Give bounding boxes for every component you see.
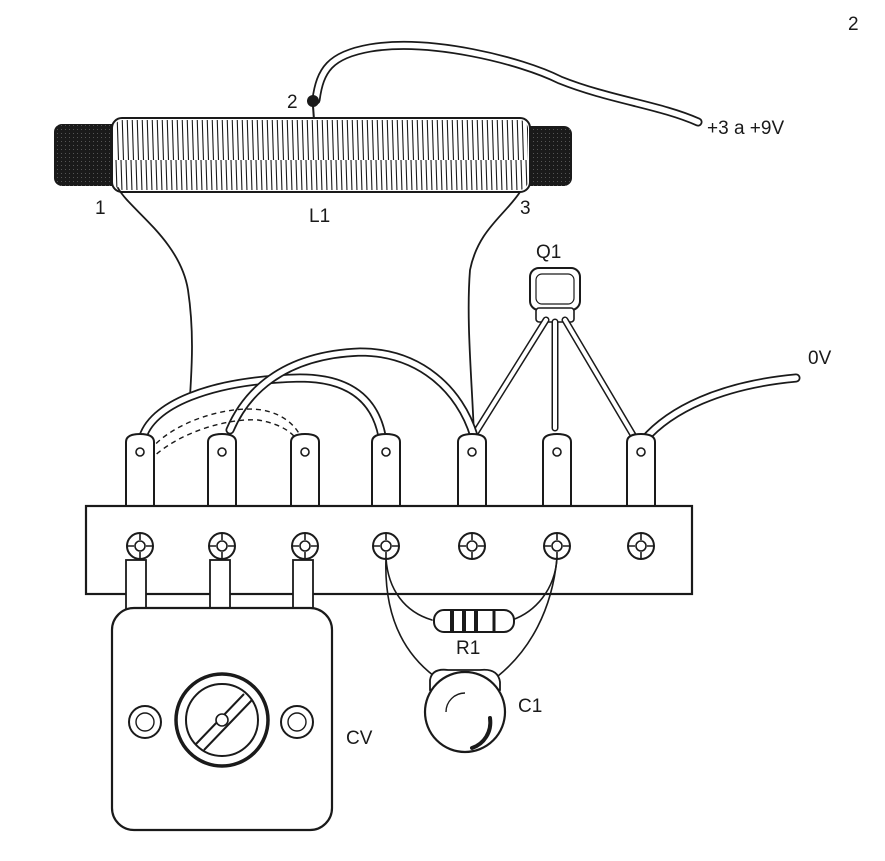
- wire-tap-1: [117, 187, 193, 397]
- capacitor-c1: [423, 668, 507, 754]
- resistor-label: R1: [456, 638, 480, 659]
- c1-lead-right: [497, 557, 558, 677]
- transistor-q1: [529, 267, 581, 323]
- wire-tap-3: [467, 191, 521, 437]
- variable-capacitor-cv: [110, 559, 334, 832]
- corner-mark: 2: [848, 14, 859, 35]
- tap-2-solder-point: [307, 95, 319, 107]
- ferrite-rod-left-end: [54, 124, 126, 186]
- tap-3-label: 3: [520, 198, 531, 219]
- terminal-tabs: [125, 432, 656, 509]
- coil-turns: [114, 120, 528, 190]
- coil-l1: [54, 117, 572, 193]
- tap-2-label: 2: [287, 92, 298, 113]
- transistor-label: Q1: [536, 242, 561, 263]
- supply-label: +3 a +9V: [707, 118, 784, 139]
- ferrite-rod-right-end: [520, 126, 572, 186]
- c1-lead-left: [385, 557, 435, 677]
- supply-wire: [311, 41, 703, 127]
- resistor-r1: [433, 609, 515, 633]
- jumper-wires: [137, 347, 479, 461]
- coil-label: L1: [309, 206, 330, 227]
- r1-lead-left: [385, 557, 433, 621]
- terminal-eyelets: [126, 532, 655, 560]
- transistor-leads: [472, 316, 640, 444]
- variable-capacitor-label: CV: [346, 728, 373, 749]
- tap-1-label: 1: [95, 198, 106, 219]
- ground-label: 0V: [808, 348, 832, 369]
- capacitor-label: C1: [518, 696, 542, 717]
- ground-wire: [639, 373, 801, 445]
